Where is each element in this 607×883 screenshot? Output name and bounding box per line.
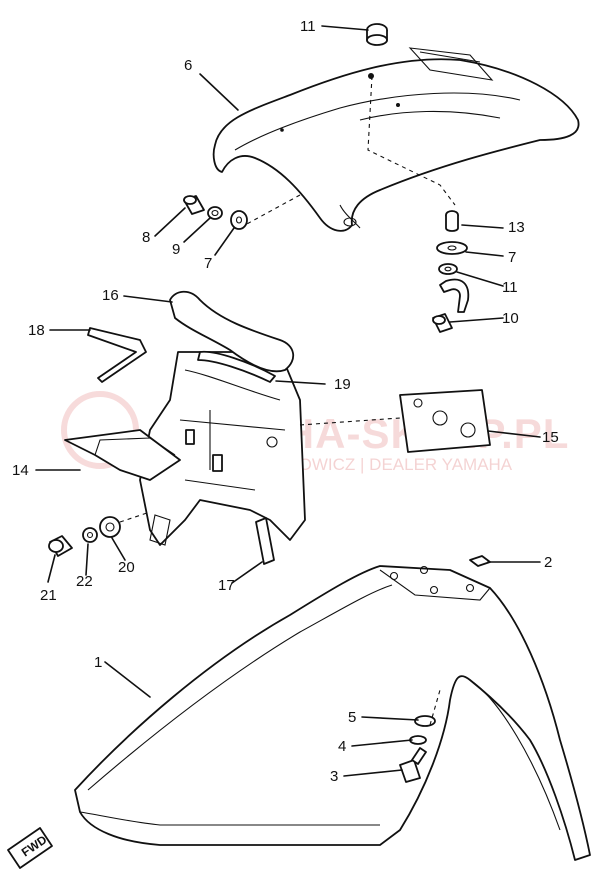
assembly-guide-line — [119, 511, 151, 523]
callout-17: 17 — [218, 577, 235, 594]
washer-22 — [82, 527, 98, 543]
bracket-14 — [64, 429, 181, 481]
strap-19 — [197, 350, 276, 383]
collar-13 — [445, 210, 459, 232]
callout-4: 4 — [338, 738, 346, 755]
upper-rear-fender — [212, 47, 580, 232]
assembly-guide-line — [244, 194, 301, 226]
bolt-21 — [48, 535, 73, 557]
callout-21: 21 — [40, 587, 57, 604]
callout-15: 15 — [542, 429, 559, 446]
wire-18 — [87, 327, 147, 383]
callout-14: 14 — [12, 462, 29, 479]
callout-10: 10 — [502, 310, 519, 327]
grommet-12 — [366, 23, 388, 46]
clamp-11 — [439, 278, 470, 313]
callout-1: 1 — [94, 654, 102, 671]
callout-18: 18 — [28, 322, 45, 339]
washer-5 — [414, 715, 436, 727]
callout-3: 3 — [330, 768, 338, 785]
rear-fender — [74, 565, 591, 861]
callout-22: 22 — [76, 573, 93, 590]
callout-13: 13 — [508, 219, 525, 236]
assembly-guide-line — [429, 689, 441, 726]
callout-11: 11 — [502, 279, 518, 296]
callout-20: 20 — [118, 559, 135, 576]
washer-11 — [438, 263, 458, 275]
callout-labels: 11 6 8 9 7 13 7 11 10 16 18 19 15 14 17 … — [12, 18, 559, 785]
assembly-guide-line — [299, 417, 401, 426]
washer-7-right — [436, 241, 468, 255]
bolt-10 — [432, 313, 453, 333]
callout-19: 19 — [334, 376, 351, 393]
fwd-arrow-icon: FWD — [7, 827, 53, 869]
callout-12: 11 — [300, 18, 316, 35]
callout-5: 5 — [348, 709, 356, 726]
bolt-3 — [399, 747, 427, 783]
nut-2 — [469, 555, 491, 567]
reflector-plate-15 — [399, 389, 491, 453]
callout-9: 9 — [172, 241, 180, 258]
leader-lines — [35, 25, 541, 777]
washer-9 — [207, 206, 223, 220]
washer-7-left — [230, 210, 248, 230]
callout-8: 8 — [142, 229, 150, 246]
callout-2: 2 — [544, 554, 552, 571]
washer-20 — [99, 516, 121, 538]
callout-7-right: 7 — [508, 249, 516, 266]
callout-6: 6 — [184, 57, 192, 74]
bolt-8 — [183, 195, 205, 215]
spacer-17 — [255, 517, 275, 565]
assembly-guide-line — [367, 75, 456, 206]
damper-16 — [169, 290, 294, 373]
callout-16: 16 — [102, 287, 119, 304]
callout-7-left: 7 — [204, 255, 212, 272]
